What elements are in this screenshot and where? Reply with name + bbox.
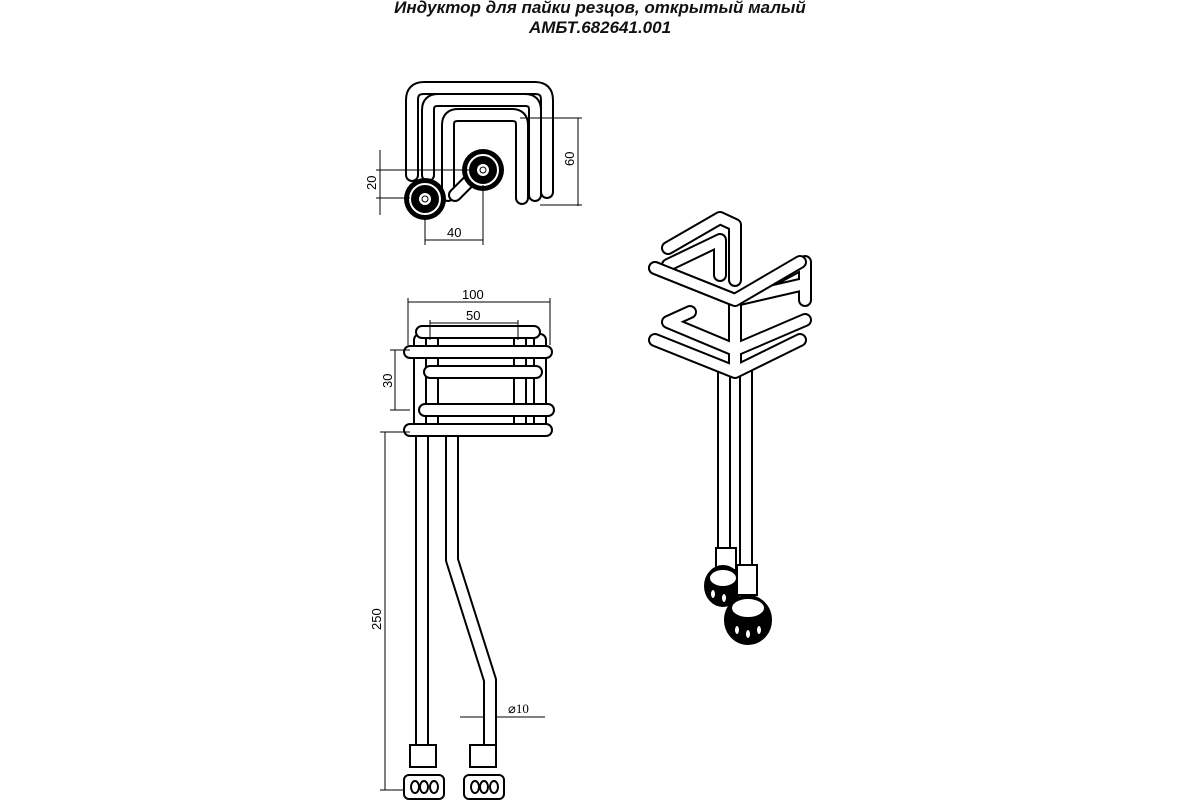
dim-label-diameter: ⌀10 [508, 701, 529, 716]
dim-label-50: 50 [466, 308, 480, 323]
dim-label-30: 30 [380, 374, 395, 388]
dim-label-40: 40 [447, 225, 461, 240]
drawing-title: Индуктор для пайки резцов, открытый малы… [394, 0, 806, 17]
dimension-lines-front [380, 298, 551, 791]
fitting-left [403, 744, 445, 800]
dim-label-250: 250 [369, 608, 384, 630]
front-view: 100 50 30 250 ⌀10 [369, 287, 555, 800]
dim-label-60: 60 [562, 152, 577, 166]
dim-label-20: 20 [364, 176, 379, 190]
dimension-lines-top [376, 117, 582, 245]
iso-fitting-upper [704, 547, 742, 607]
fitting-right [463, 744, 505, 800]
top-view: 20 60 40 [364, 81, 582, 245]
front-view-tubes [403, 325, 555, 755]
isometric-view [648, 211, 812, 645]
dim-label-100: 100 [462, 287, 484, 302]
iso-fitting-lower [724, 564, 772, 645]
fitting-nut-left [404, 178, 446, 220]
drawing-number: АМБТ.682641.001 [528, 18, 672, 37]
